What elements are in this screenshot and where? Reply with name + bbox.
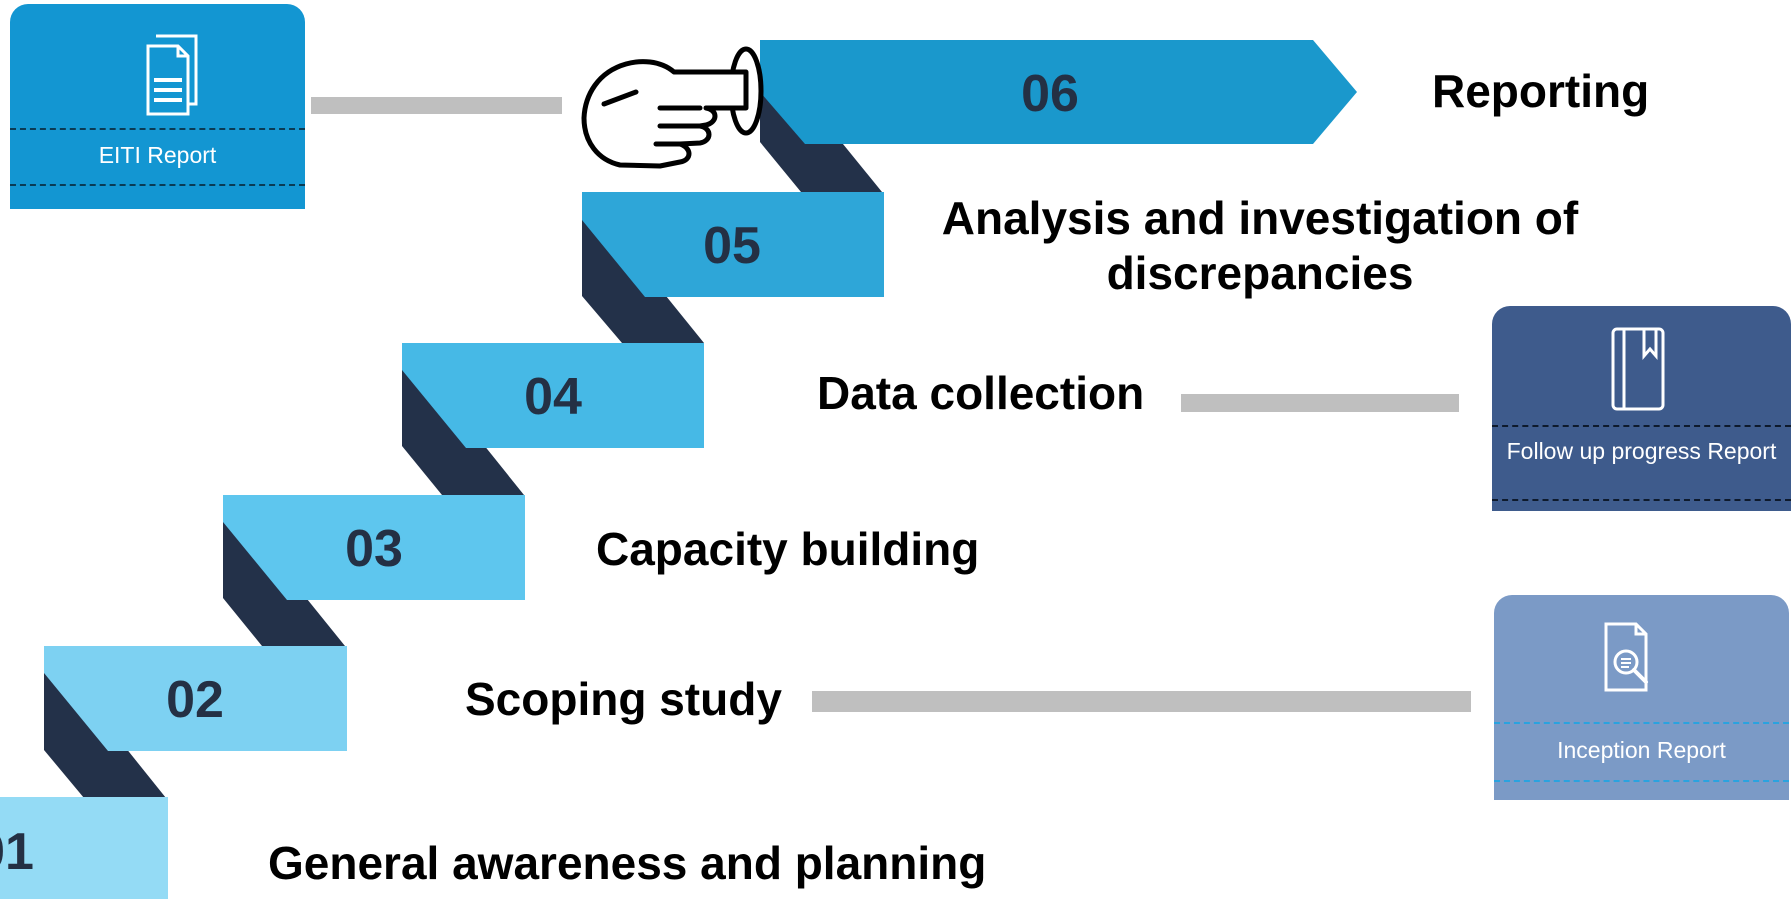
follow-up-report-card: Follow up progress Report (1492, 306, 1791, 511)
step-bar-03 (223, 495, 525, 600)
step-label-06: Reporting (1432, 65, 1650, 117)
eiti-report-label: EITI Report (10, 128, 305, 186)
document-stack-icon (146, 34, 198, 116)
step-label-02: Scoping study (465, 673, 782, 725)
connector-follow-up (1181, 394, 1459, 412)
step-bar-04 (402, 343, 704, 448)
step-bar-05 (582, 192, 884, 297)
eiti-report-card: EITI Report (10, 4, 305, 209)
step-label-04: Data collection (817, 367, 1145, 419)
inception-report-card: Inception Report (1494, 595, 1789, 800)
step-number-06: 06 (1021, 65, 1079, 123)
follow-up-report-label: Follow up progress Report (1492, 425, 1791, 501)
step-bar-06 (760, 40, 1357, 144)
step-label-05: Analysis and investigation of discrepanc… (941, 192, 1579, 300)
step-number-03: 03 (345, 520, 403, 578)
inception-report-label: Inception Report (1494, 722, 1789, 782)
pointing-hand-icon (581, 46, 764, 169)
step-number-05: 05 (703, 217, 761, 275)
notebook-icon (1611, 327, 1665, 411)
connector-eiti (311, 97, 562, 114)
step-number-01: 01 (0, 823, 34, 881)
step-label-03: Capacity building (596, 523, 980, 575)
step-bar-02 (44, 646, 347, 751)
step-bar-01 (0, 797, 168, 899)
step-label-01: General awareness and planning (268, 837, 987, 889)
step-number-04: 04 (524, 368, 582, 426)
step-number-02: 02 (166, 671, 224, 729)
document-search-icon (1604, 622, 1648, 692)
connector-inception (812, 691, 1471, 712)
